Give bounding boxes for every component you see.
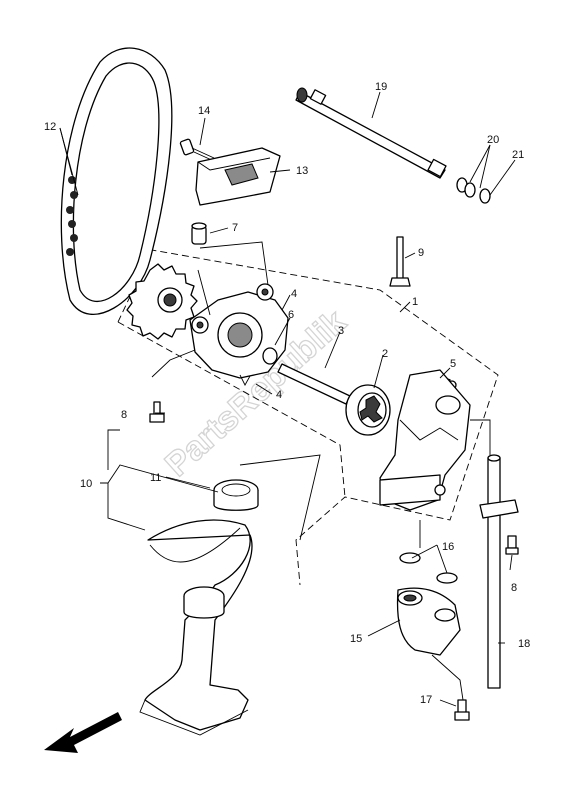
o-ring-20b [464, 182, 476, 198]
pump-rotor [345, 384, 391, 436]
front-arrow-icon [44, 712, 122, 753]
callout-1: 1 [412, 296, 418, 308]
callout-7: 7 [232, 222, 238, 234]
leader-lines [59, 91, 516, 707]
callout-21: 21 [512, 149, 524, 161]
callout-4a: 4 [291, 288, 297, 300]
callout-10: 10 [80, 478, 92, 490]
callout-2: 2 [382, 348, 388, 360]
callout-16: 16 [442, 541, 454, 553]
callout-3: 3 [338, 325, 344, 337]
callout-8a: 8 [121, 409, 127, 421]
callout-15: 15 [350, 633, 362, 645]
oil-pump-housing [379, 369, 471, 511]
elbow-o-ring-b [436, 572, 458, 584]
pump-bolt-long [389, 236, 411, 287]
oil-pipe [479, 454, 519, 689]
callout-17: 17 [420, 694, 432, 706]
cover-o-ring [262, 347, 278, 365]
bracket-bolt [505, 535, 519, 555]
callout-12: 12 [44, 121, 56, 133]
callout-8b: 8 [511, 582, 517, 594]
callout-20: 20 [487, 134, 499, 146]
drive-chain [60, 47, 173, 315]
callout-9: 9 [418, 247, 424, 259]
chain-guide [195, 147, 281, 206]
callout-18: 18 [518, 638, 530, 650]
callout-19: 19 [375, 81, 387, 93]
assembly-boundary [117, 249, 499, 586]
oil-strainer [139, 519, 253, 736]
callout-11: 11 [150, 472, 161, 484]
chain-guide-bolt [179, 138, 217, 163]
strainer-seal-upper [213, 479, 259, 511]
oil-delivery-pipe [295, 87, 447, 179]
strainer-seal-lower [183, 586, 225, 619]
callout-13: 13 [296, 165, 308, 177]
callout-14: 14 [198, 105, 210, 117]
pump-drive-sprocket [126, 263, 198, 340]
elbow-o-ring-a [399, 552, 421, 564]
callout-6: 6 [288, 309, 294, 321]
cover-bolt [149, 401, 165, 423]
elbow-bolt [454, 699, 470, 721]
oil-pipe-elbow [396, 587, 461, 656]
dowel-pin [191, 222, 207, 245]
o-ring-21 [479, 188, 491, 204]
callout-5: 5 [450, 358, 456, 370]
callout-4b: 4 [276, 389, 282, 401]
